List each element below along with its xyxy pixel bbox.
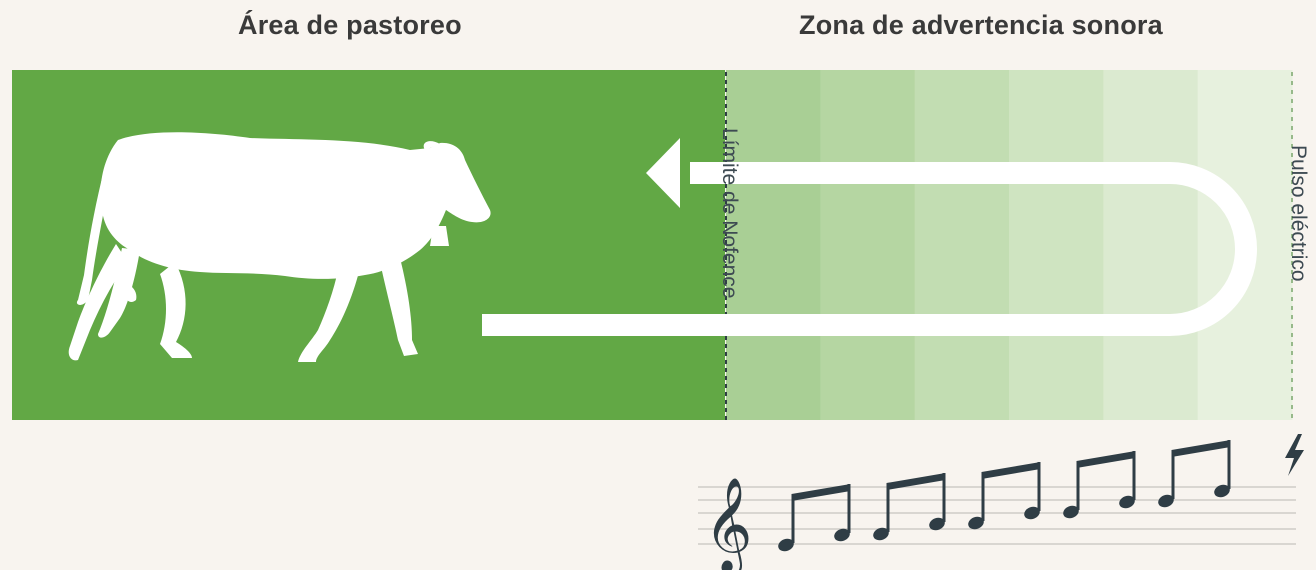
return-path <box>482 162 1257 336</box>
warning-band <box>1009 70 1104 420</box>
warning-band <box>726 70 821 420</box>
music-staff: 𝄞 <box>698 440 1296 570</box>
note-beam <box>981 462 1041 479</box>
note-head <box>1063 505 1079 519</box>
note-head <box>1214 484 1230 498</box>
grazing-area-heading: Área de pastoreo <box>238 10 462 40</box>
audio-warning-zone-heading: Zona de advertencia sonora <box>799 10 1163 40</box>
note-beam <box>1076 451 1136 468</box>
note-beam <box>791 484 851 501</box>
note-head <box>834 528 850 542</box>
warning-zone-bands <box>726 70 1293 420</box>
nofence-boundary-label: Límite de Nofence <box>718 128 741 299</box>
electric-pulse-label: Pulso eléctrico <box>1287 145 1310 282</box>
music-notes <box>778 440 1231 552</box>
warning-band <box>914 70 1010 420</box>
note-head <box>1158 494 1174 508</box>
note-beam <box>886 473 946 490</box>
note-head <box>968 516 984 530</box>
lightning-bolt-icon <box>1285 434 1304 476</box>
arrow-left-icon <box>646 138 680 208</box>
treble-clef-icon: 𝄞 <box>704 477 752 570</box>
note-head <box>929 517 945 531</box>
note-head <box>778 538 794 552</box>
note-beam <box>1171 440 1231 457</box>
warning-band <box>1103 70 1199 420</box>
note-head <box>1119 495 1135 509</box>
warning-band <box>820 70 916 420</box>
cow-icon <box>68 132 491 362</box>
note-head <box>873 527 889 541</box>
note-head <box>1024 506 1040 520</box>
